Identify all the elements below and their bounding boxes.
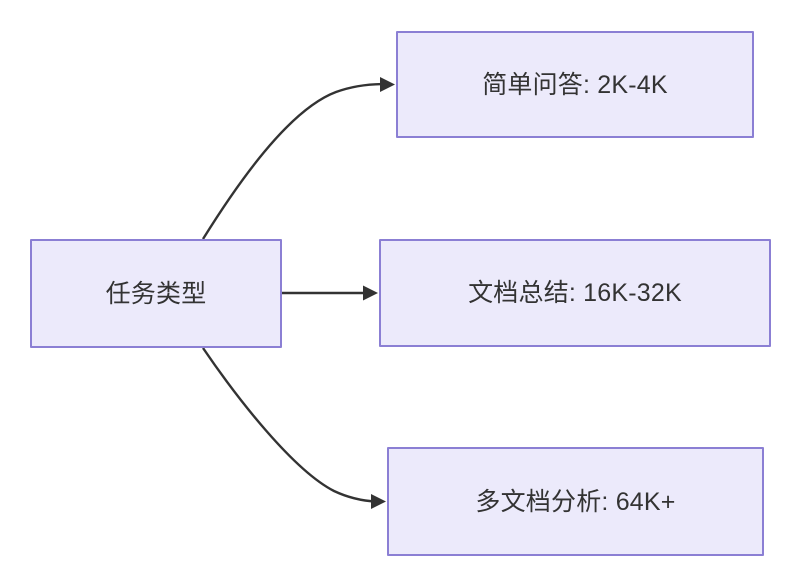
edge-source-to-task-2-arrowhead [363, 285, 378, 301]
node-task-type[interactable]: 任务类型 [30, 239, 282, 348]
edge-source-to-task-3-path [202, 347, 377, 503]
node-document-summary-label: 文档总结: 16K-32K [468, 279, 682, 307]
node-document-summary[interactable]: 文档总结: 16K-32K [379, 239, 771, 347]
edge-source-to-task-1-arrowhead [380, 77, 395, 92]
node-task-type-label: 任务类型 [105, 279, 207, 308]
node-multi-document-analysis-label: 多文档分析: 64K+ [475, 487, 676, 516]
edge-source-to-task-1 [201, 77, 395, 240]
edge-source-to-task-1-path [201, 82, 386, 240]
node-multi-document-analysis[interactable]: 多文档分析: 64K+ [387, 447, 764, 556]
edge-source-to-task-3-arrowhead [371, 494, 386, 509]
edge-source-to-task-3 [202, 347, 386, 509]
node-simple-qa-label: 简单问答: 2K-4K [482, 70, 668, 99]
node-simple-qa[interactable]: 简单问答: 2K-4K [396, 31, 754, 138]
edge-source-to-task-2 [282, 285, 378, 301]
